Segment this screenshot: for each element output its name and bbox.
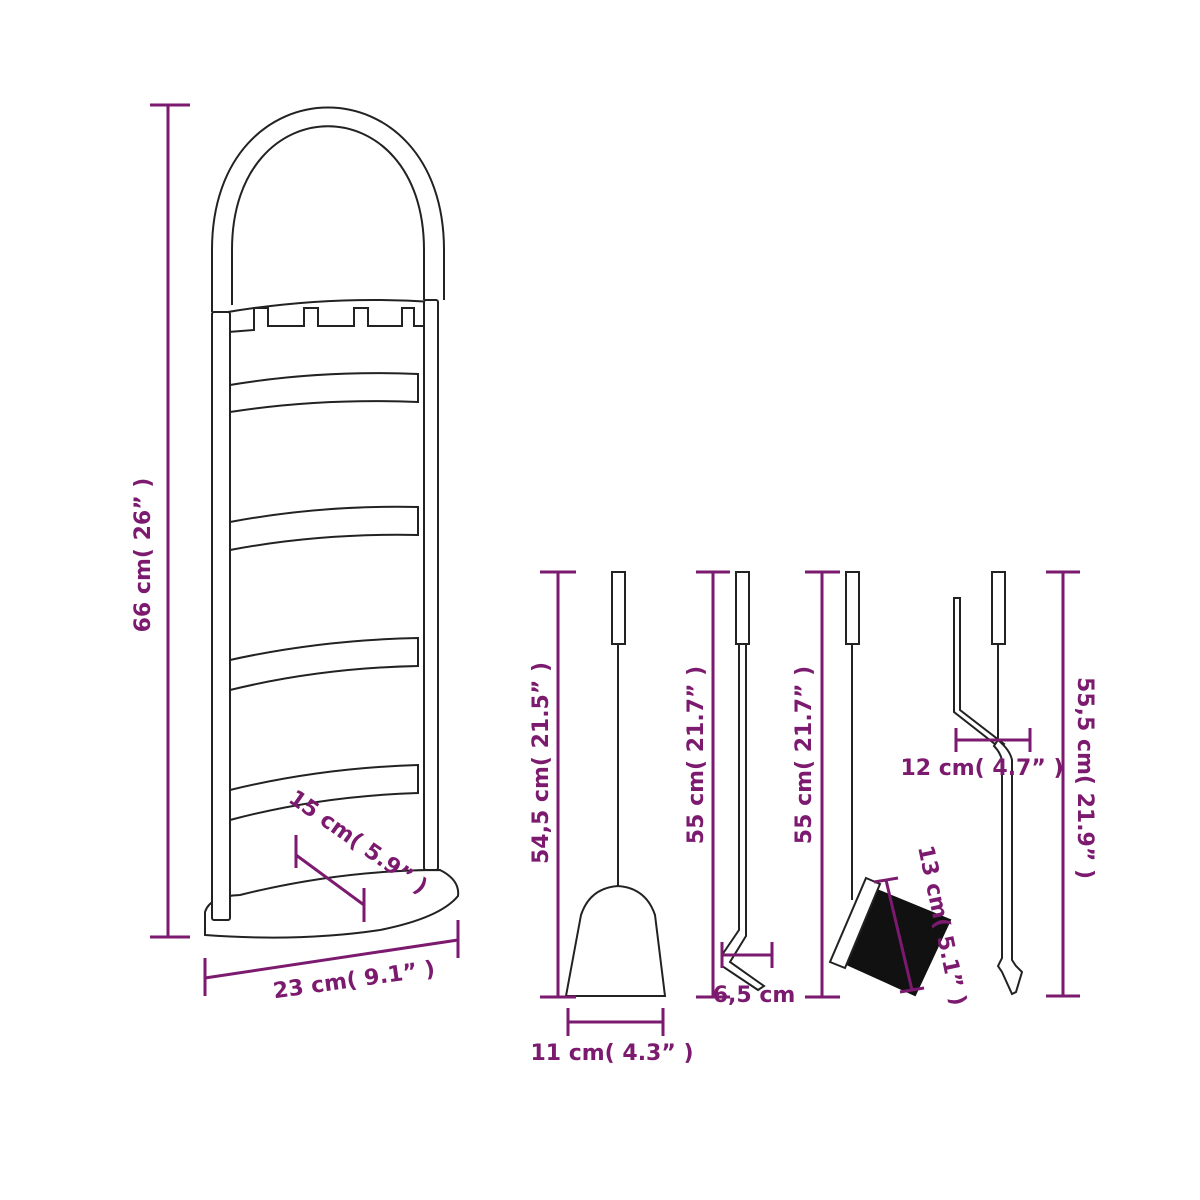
shovel-height-label: 54,5 cm( 21.5” ) bbox=[529, 662, 554, 864]
poker-hook-label: 6,5 cm bbox=[713, 983, 796, 1008]
brush bbox=[828, 571, 952, 997]
tongs-arm bbox=[953, 597, 1006, 750]
tongs-height-label: 55,5 cm( 21.9” ) bbox=[1072, 677, 1097, 879]
poker-hook-dimension: 6,5 cm bbox=[713, 942, 796, 1008]
poker-height-dimension: 55 cm( 21.7” ) bbox=[684, 570, 730, 999]
tongs-width-dimension: 12 cm( 4.7” ) bbox=[900, 728, 1064, 781]
stand-slat-4 bbox=[229, 763, 419, 822]
shovel-width-label: 11 cm( 4.3” ) bbox=[530, 1041, 693, 1066]
stand-left-post bbox=[211, 311, 231, 921]
stand-slat-1 bbox=[229, 372, 419, 414]
tongs-width-label: 12 cm( 4.7” ) bbox=[900, 756, 1063, 781]
stand-arch-inner bbox=[231, 125, 425, 305]
tongs bbox=[953, 571, 1024, 996]
shovel-handle bbox=[611, 571, 626, 645]
poker-handle bbox=[735, 571, 750, 645]
stand-base bbox=[204, 868, 460, 939]
stand-slat-3 bbox=[229, 636, 419, 692]
stand-tool-holder bbox=[227, 298, 435, 334]
stand-arch bbox=[211, 106, 445, 312]
poker-height-label: 55 cm( 21.7” ) bbox=[684, 666, 709, 844]
stand-slat-2 bbox=[229, 505, 419, 552]
tongs-lower bbox=[992, 738, 1024, 996]
poker bbox=[721, 571, 766, 992]
brush-handle bbox=[845, 571, 860, 645]
poker-shaft bbox=[721, 643, 766, 992]
shovel bbox=[564, 571, 667, 997]
shovel-blade bbox=[564, 884, 667, 997]
tool-stand bbox=[204, 106, 460, 939]
brush-height-dimension: 55 cm( 21.7” ) bbox=[792, 570, 840, 999]
tongs-handle bbox=[991, 571, 1006, 645]
stand-right-post bbox=[423, 299, 439, 871]
tongs-height-dimension: 55,5 cm( 21.9” ) bbox=[1046, 570, 1097, 998]
shovel-height-dimension: 54,5 cm( 21.5” ) bbox=[529, 570, 576, 999]
brush-height-label: 55 cm( 21.7” ) bbox=[792, 666, 817, 844]
stand-height-dimension: 66 cm( 26” ) bbox=[131, 103, 190, 939]
shovel-width-dimension: 11 cm( 4.3” ) bbox=[530, 1008, 694, 1066]
stand-height-label: 66 cm( 26” ) bbox=[131, 478, 156, 633]
